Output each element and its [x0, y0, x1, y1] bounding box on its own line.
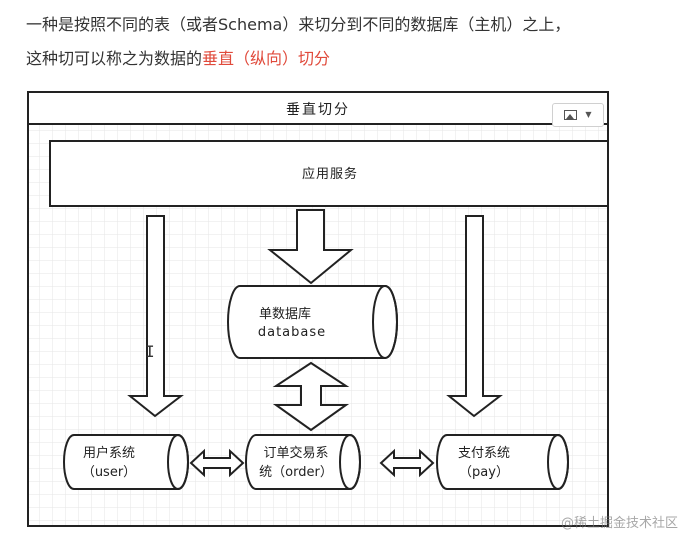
database-user-cylinder	[63, 434, 189, 490]
watermark: @稀土掘金技术社区	[560, 516, 678, 531]
diagram-title: 垂直切分	[286, 101, 350, 118]
database-user-label-1: 用户系统	[83, 445, 135, 461]
image-icon	[564, 110, 578, 120]
intro-line-2-prefix: 这种切可以称之为数据的	[26, 49, 203, 68]
image-options-control[interactable]: ▼	[552, 103, 604, 127]
database-pay-cylinder	[436, 434, 569, 490]
arrow-order-pay-bidirectional	[379, 448, 435, 478]
arrow-down-to-pay	[446, 215, 503, 418]
database-pay-label-2: （pay）	[459, 465, 509, 480]
intro-paragraph: 一种是按照不同的表（或者Schema）来切分到不同的数据库（主机）之上， 这种切…	[26, 8, 676, 76]
database-main-cylinder	[227, 285, 398, 359]
database-pay-label-1: 支付系统	[458, 446, 510, 461]
arrow-database-order-bidirectional	[272, 361, 350, 432]
caret-down-icon: ▼	[585, 110, 592, 119]
database-main-label-1: 单数据库	[259, 306, 311, 322]
database-order-label-1: 订单交易系	[263, 445, 328, 461]
app-service-label: 应用服务	[302, 166, 358, 182]
database-order-cylinder	[245, 434, 361, 490]
database-user-label-2: （user）	[82, 465, 136, 480]
diagram-title-bar	[27, 91, 609, 125]
arrow-down-to-database	[267, 209, 354, 285]
intro-highlight: 垂直（纵向）切分	[202, 49, 331, 68]
database-main-label-2: database	[258, 325, 326, 340]
app-service-box	[49, 140, 609, 207]
intro-line-1: 一种是按照不同的表（或者Schema）来切分到不同的数据库（主机）之上，	[26, 15, 571, 34]
text-cursor-icon: I	[145, 342, 155, 361]
database-order-label-2: 统（order）	[259, 465, 333, 480]
arrow-down-to-user	[127, 215, 184, 418]
arrow-user-order-bidirectional	[189, 448, 245, 478]
